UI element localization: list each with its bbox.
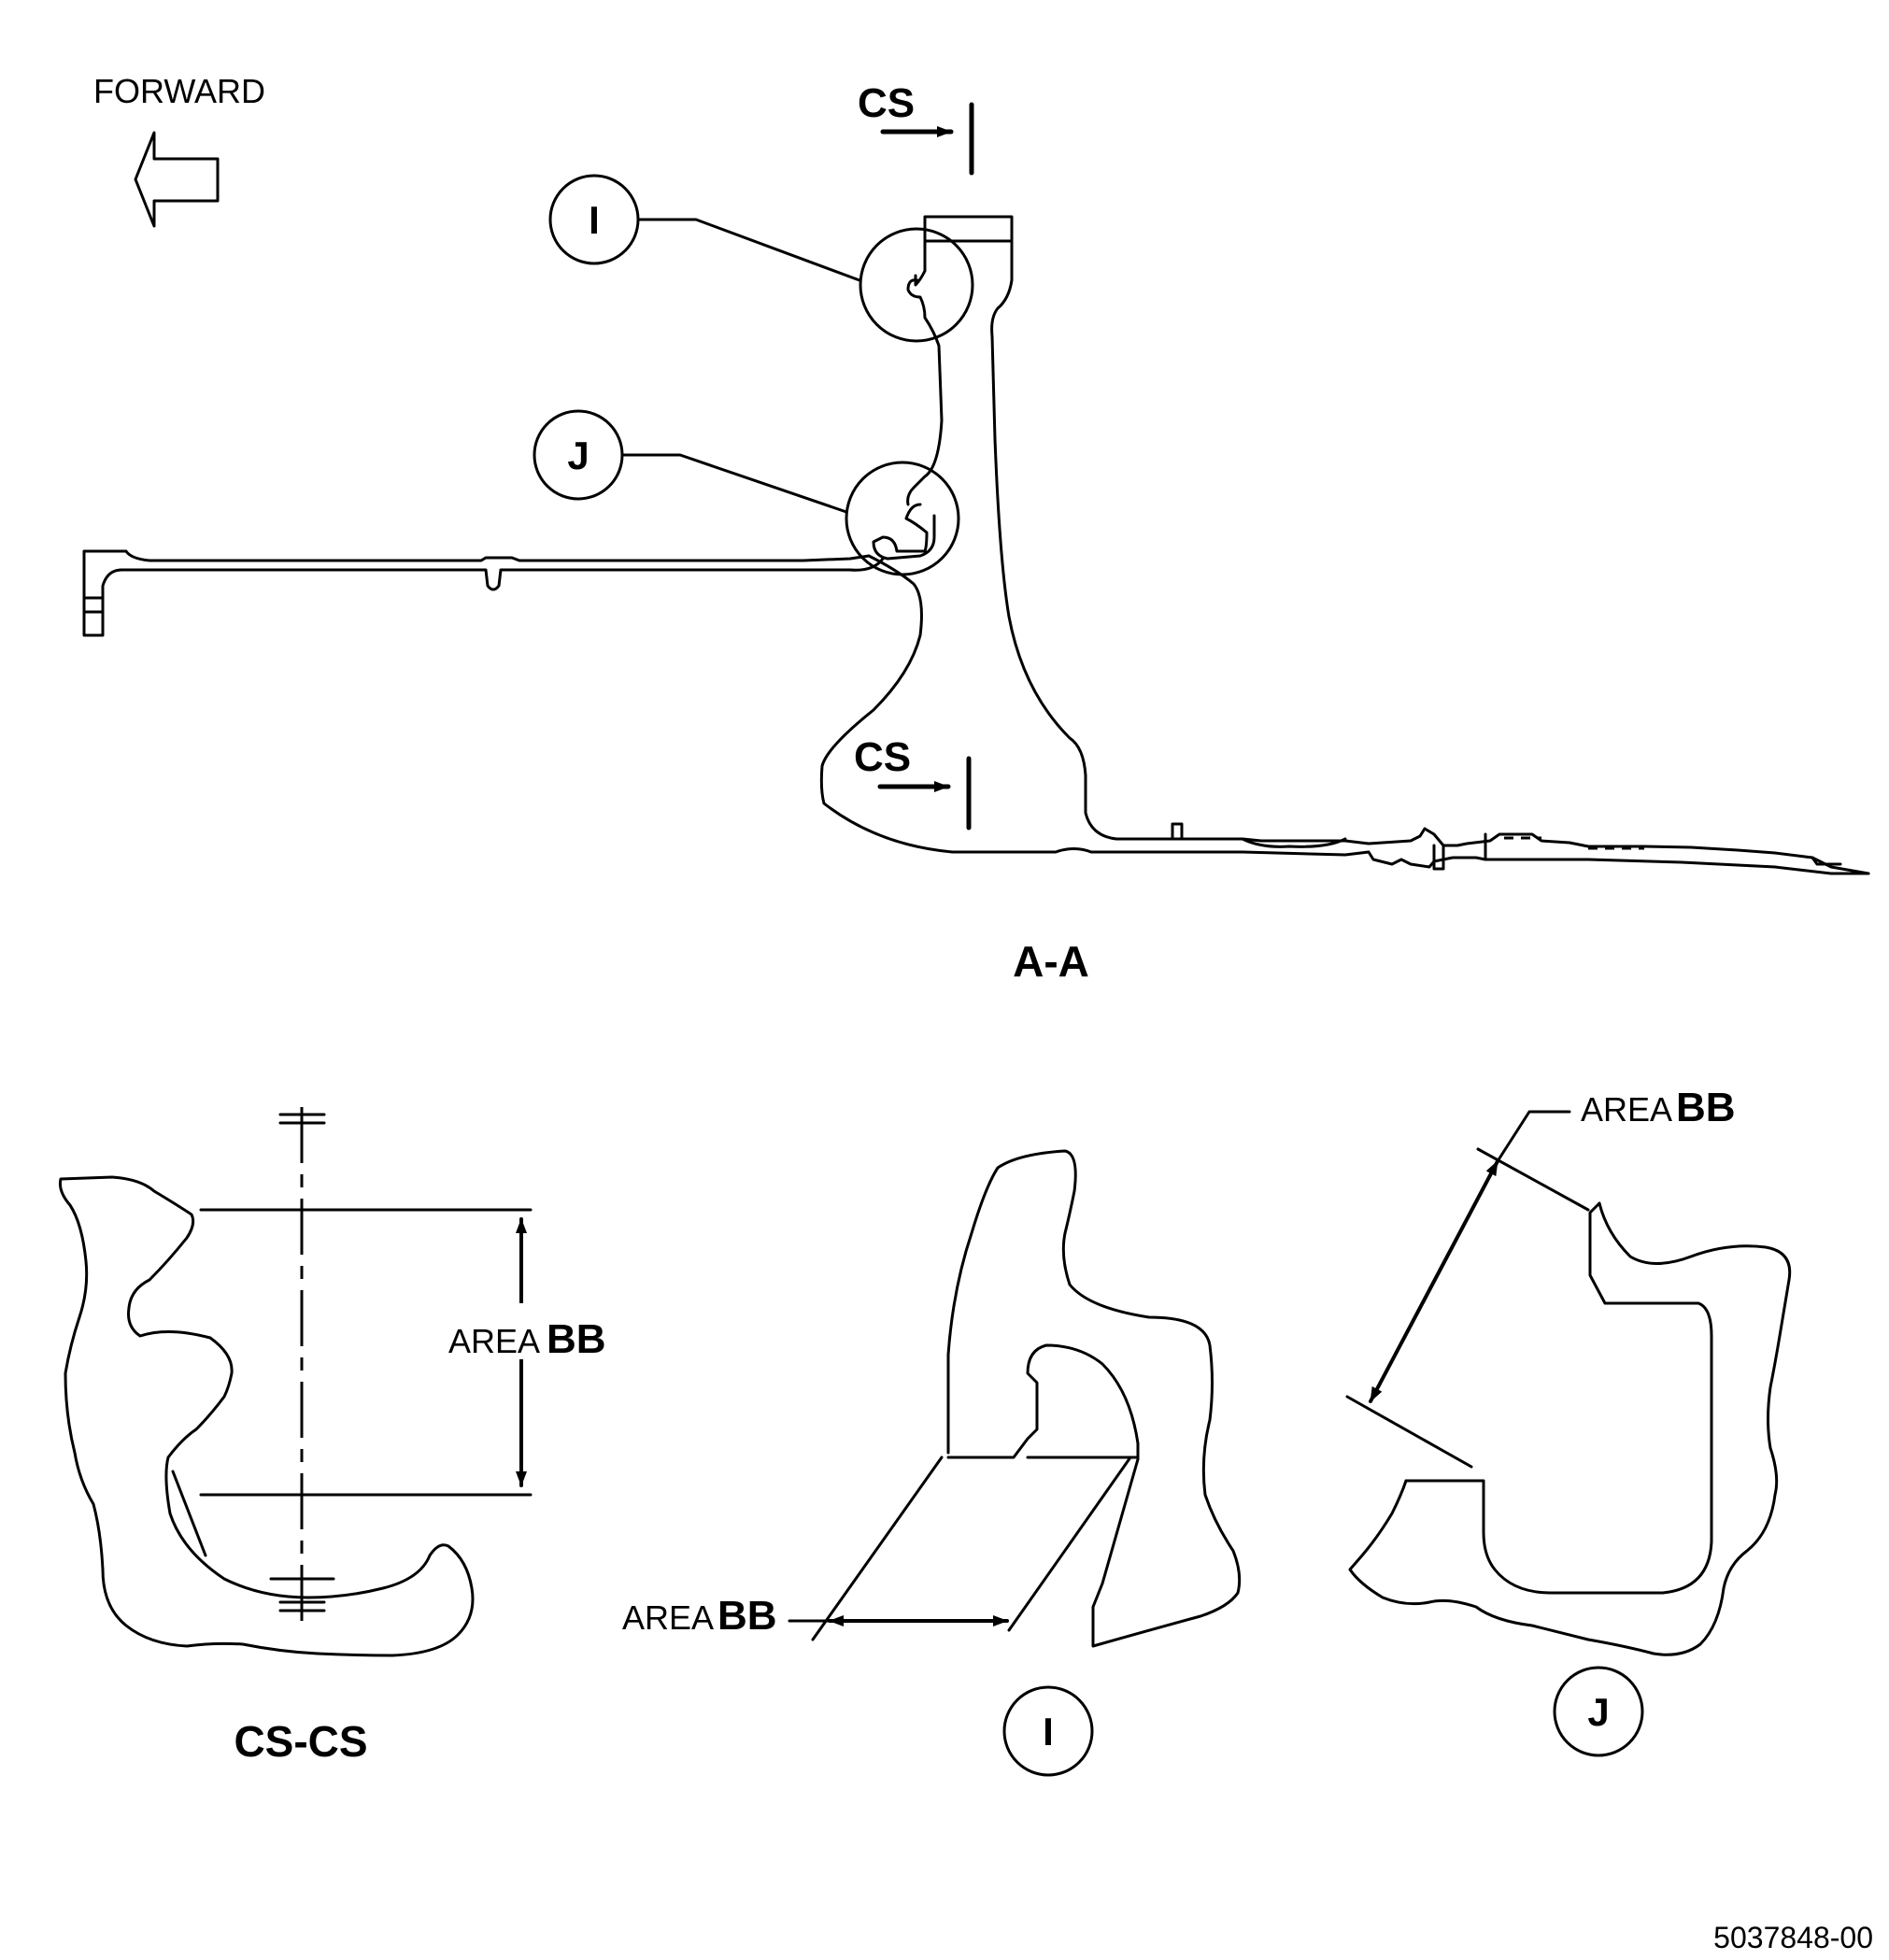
section-aa-profile — [82, 215, 1870, 875]
detail-i-area-prefix: AREA — [622, 1598, 714, 1637]
section-aa-title: A-A — [1013, 937, 1089, 986]
section-cs-profile — [59, 1175, 475, 1657]
drawing-number: 5037848-00 — [1713, 1921, 1873, 1954]
forward-label: FORWARD — [93, 72, 265, 110]
callout-i-label: I — [589, 198, 600, 242]
detail-j-area-dimension — [1369, 1159, 1499, 1403]
cs-centerline-tick-top — [278, 1113, 326, 1125]
detail-i-label-bubble — [1002, 1685, 1094, 1777]
forward-arrow-icon — [134, 131, 220, 228]
section-cs-title: CS-CS — [234, 1717, 367, 1766]
detail-j-label: J — [1587, 1690, 1609, 1734]
detail-i-extension-left — [811, 1456, 944, 1641]
detail-j-circle — [845, 461, 960, 576]
cut-top-label: CS — [858, 80, 915, 126]
detail-j-extension-top — [1476, 1147, 1590, 1212]
detail-i-area-name: BB — [717, 1593, 777, 1639]
cs-area-name: BB — [547, 1316, 606, 1362]
detail-j-extension-bottom — [1345, 1395, 1473, 1469]
callout-j-label: J — [567, 433, 589, 477]
detail-i-label: I — [1043, 1710, 1054, 1754]
callout-j-leader — [620, 453, 848, 514]
callout-i-leader — [636, 218, 861, 282]
detail-i-profile — [946, 1149, 1242, 1648]
detail-j-area-prefix: AREA — [1581, 1090, 1672, 1129]
detail-j-area-leader — [1496, 1110, 1571, 1163]
cs-centerline-tick-bottom — [269, 1577, 335, 1612]
cut-bottom-label: CS — [854, 734, 911, 780]
detail-j-area-name: BB — [1676, 1085, 1736, 1130]
detail-i-circle — [859, 227, 974, 343]
cs-area-prefix: AREA — [448, 1322, 540, 1360]
cs-dimension-gap — [439, 1303, 607, 1359]
detail-j-profile — [1348, 1201, 1792, 1656]
detail-j-label-bubble — [1553, 1666, 1644, 1757]
detail-i-extension-right — [1007, 1456, 1132, 1632]
